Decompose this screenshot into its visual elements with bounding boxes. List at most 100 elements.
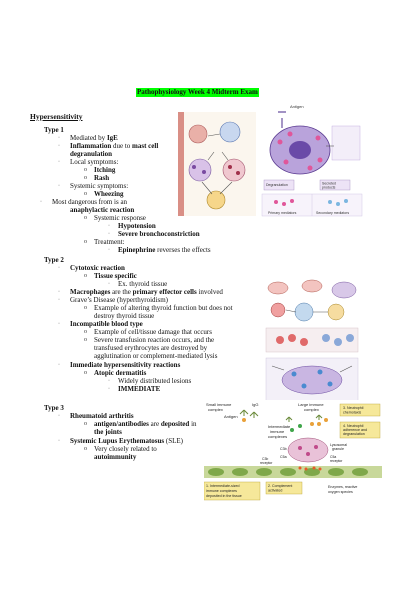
fig3-neutrophil-chemotaxis-label: 3. Neutrophil (343, 406, 364, 410)
bullet-marker: o (84, 446, 87, 452)
type2-damage: Example of cell/tissue damage that occur… (94, 328, 212, 336)
fig3-chemotaxis-label: chemotaxis (343, 411, 361, 415)
type3-autoimmunity: autoimmunity (94, 453, 137, 461)
fig3-granule-label: granule (332, 447, 344, 451)
fig3-receptor-label: receptor (260, 461, 273, 465)
type1-bronchoconstriction: Severe bronchoconstriction (118, 230, 200, 238)
fig3-c5a-receptor-2-label: receptor (330, 459, 343, 463)
bullet-marker: o (84, 370, 87, 376)
bullet-marker: o (84, 191, 87, 197)
type2-transfusion-2: transfused erythrocytes are destroyed by (94, 344, 208, 352)
type1-dangerous: Most dangerous from is an (52, 198, 128, 206)
fig3-enzymes-label: Enzymes, reactive (328, 485, 357, 489)
bullet-marker: · (108, 223, 110, 229)
bullet-marker: o (84, 305, 87, 311)
fig1-products-label: products (322, 186, 336, 190)
fig1-primary-label: Primary mediators (268, 211, 297, 215)
fig3-large-complex-label: complex (304, 407, 319, 412)
fig1-secondary-label: Secondary mediators (316, 211, 349, 215)
fig3-lysosomal-label: Lysosomal (330, 443, 347, 447)
bullet-marker: o (84, 337, 87, 343)
type1-anaphylactic: anaphylactic reaction (70, 206, 135, 214)
fig3-adherence-label: adherence and (343, 428, 367, 432)
type3-immune-complex-figure: Small immune complex IgG Antigen Large i… (204, 400, 382, 504)
fig3-c5a-label: C5a (280, 455, 287, 459)
fig1-antigen-label: Antigen (290, 104, 304, 109)
type2-transfusion-3: agglutination or complement-mediated lys… (94, 352, 218, 360)
fig3-intermediate-label: Intermediate (268, 424, 291, 429)
mast-cell-mediators-figure: Antigen Degranulation Secreted products … (260, 98, 364, 218)
fig3-complexes-label: complexes (268, 434, 287, 439)
bullet-marker: · (58, 183, 60, 189)
type1-systemic-response: Systemic response (94, 214, 146, 222)
bullet-marker: · (58, 159, 60, 165)
type3-sle: Systemic Lupus Erythematosus (SLE) (70, 437, 183, 445)
bullet-marker: · (58, 135, 60, 141)
bullet-marker: · (40, 199, 42, 205)
bullet-marker: o (84, 273, 87, 279)
type1-mediated: Mediated by IgE (70, 134, 118, 142)
type1-label: Type 1 (44, 126, 64, 134)
type1-local: Local symptoms: (70, 158, 119, 166)
bullet-marker: · (58, 438, 60, 444)
bullet-marker: o (84, 329, 87, 335)
bullet-marker: · (108, 386, 110, 392)
type2-immediate-caps: IMMEDIATE (118, 385, 161, 393)
fig3-immune-label: immune (270, 429, 285, 434)
type1-hypotension: Hypotension (118, 222, 156, 230)
fig3-large-immune-label: Large immune (298, 402, 324, 407)
type3-joints: the joints (94, 428, 122, 436)
type2-graves: Grave’s Disease (hyperthyroidism) (70, 296, 168, 304)
type2-graves-example: Example of altering thyroid function but… (94, 304, 233, 312)
type1-systemic: Systemic symptoms: (70, 182, 129, 190)
bullet-marker: · (58, 362, 60, 368)
type1-rash: Rash (94, 174, 110, 182)
fig3-degranulation-label: degranulation (343, 432, 365, 436)
fig3-c3b-label: C3b (280, 447, 287, 451)
bullet-marker: · (108, 281, 110, 287)
fig3-small-immune-label: Small immune (206, 402, 232, 407)
type1-degranulation: degranulation (70, 150, 113, 158)
fig3-neutrophil-adherence-label: 4. Neutrophil (343, 424, 364, 428)
bullet-marker: o (84, 215, 87, 221)
document-title: Pathophysiology Week 4 Midterm Exam (136, 88, 259, 97)
type2-macrophages: Macrophages are the primary effector cel… (70, 288, 223, 296)
fig3-step1-label: 1. Intermediate-sized (206, 484, 240, 488)
bullet-marker: o (84, 167, 87, 173)
fig3-step1-immune-label: immune complexes (206, 489, 237, 493)
fig3-activated-label: activated (268, 489, 282, 493)
bullet-marker: · (58, 265, 60, 271)
type2-tissue-specific: Tissue specific (94, 272, 137, 280)
bullet-marker: · (108, 247, 110, 253)
type1-treatment: Treatment: (94, 238, 125, 246)
fig3-oxygen-label: oxygen species (328, 490, 353, 494)
bullet-marker: · (58, 321, 60, 327)
bullet-marker: o (84, 421, 87, 427)
fig3-c3b-receptor-label: C3b (262, 457, 268, 461)
type3-antigen: antigen/antibodies are deposited in (94, 420, 197, 428)
type2-graves-example-2: destroy thyroid tissue (94, 312, 155, 320)
type1-wheezing: Wheezing (94, 190, 124, 198)
type1-inflammation: Inflammation due to mast cell (70, 142, 159, 150)
fig1-degranulation-label: Degranulation (266, 183, 288, 187)
type1-epinephrine: Epinephrine reverses the effects (118, 246, 211, 254)
type1-itching: Itching (94, 166, 116, 174)
fig3-step1-deposited-label: deposited in the tissue (206, 494, 242, 498)
type2-mechanism-figure (260, 274, 364, 404)
bullet-marker: · (58, 289, 60, 295)
type3-label: Type 3 (44, 404, 64, 412)
type2-cytotoxic: Cytotoxic reaction (70, 264, 125, 272)
type3-very-closely: Very closely related to (94, 445, 157, 453)
fig1-secreted-label: Secreted (322, 182, 336, 186)
fig3-complex-label: complex (208, 407, 223, 412)
bullet-marker: o (84, 175, 87, 181)
bullet-marker: · (108, 378, 110, 384)
type1-pathway-figure (178, 112, 256, 216)
fig3-step2-label: 2. Complement (268, 484, 292, 488)
section-heading-hypersensitivity: Hypersensitivity (30, 112, 83, 121)
type2-ex-thyroid: Ex. thyroid tissue (118, 280, 168, 288)
bullet-marker: · (58, 413, 60, 419)
bullet-marker: · (108, 231, 110, 237)
bullet-marker: · (58, 297, 60, 303)
